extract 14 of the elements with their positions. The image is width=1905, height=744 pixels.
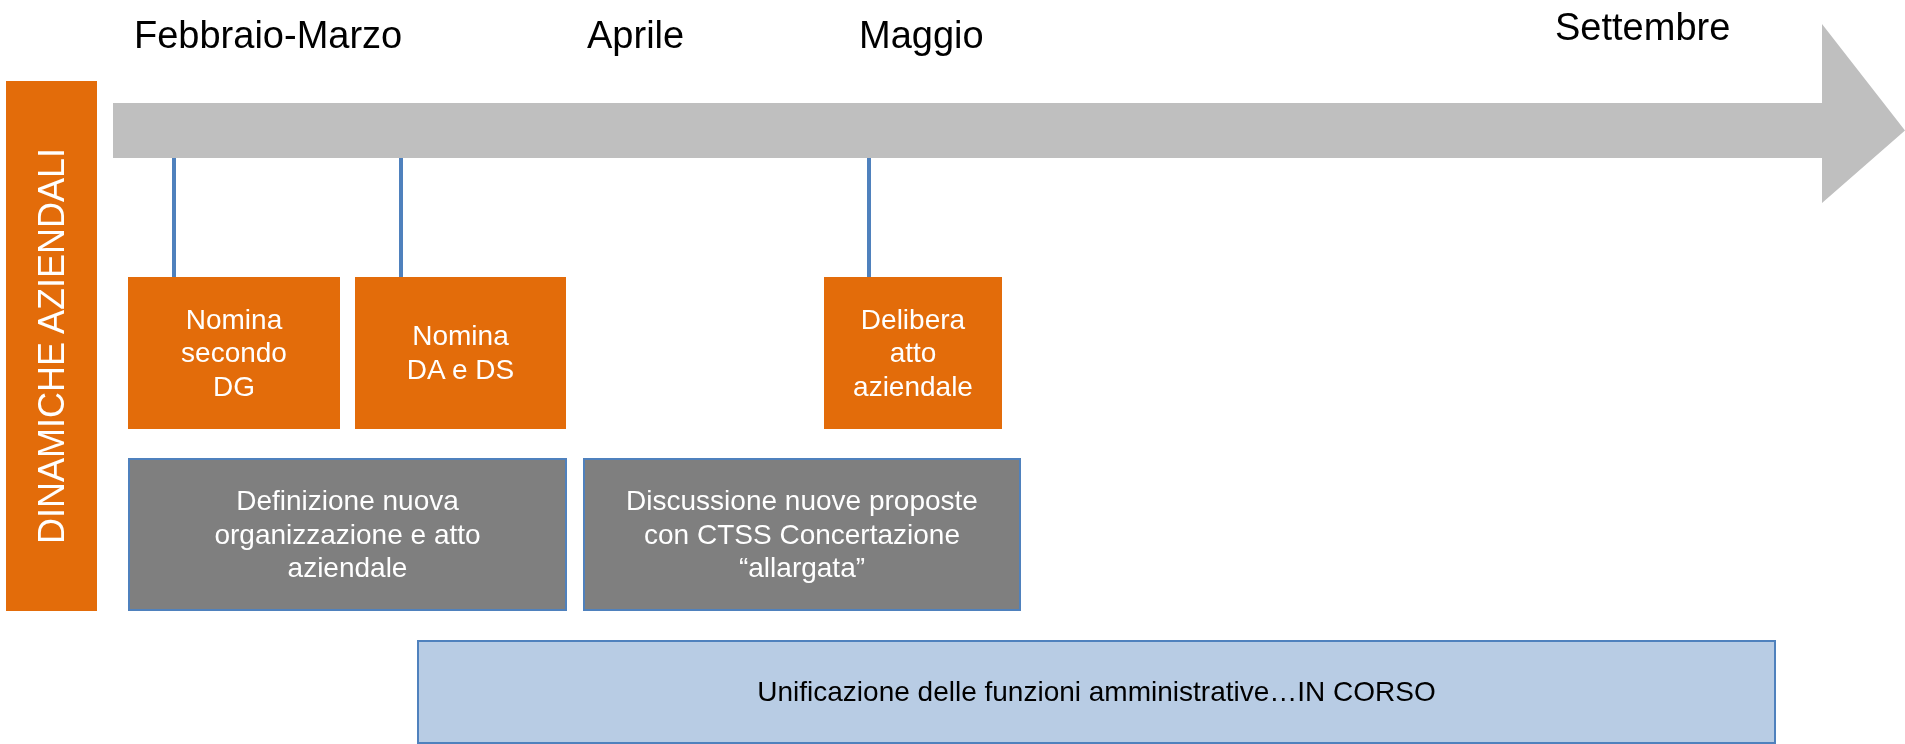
phase-box: Discussione nuove proposte con CTSS Concertazione “allargata” (583, 458, 1021, 611)
phase-box: Definizione nuova organizzazione e atto aziendale (128, 458, 567, 611)
month-label: Febbraio-Marzo (134, 14, 403, 57)
month-label: Aprile (587, 14, 685, 57)
month-label: Settembre (1555, 6, 1731, 49)
event-box: Delibera atto aziendale (824, 277, 1002, 429)
tick-line (399, 158, 403, 277)
category-band: DINAMICHE AZIENDALI (6, 81, 97, 611)
tick-line (867, 158, 871, 277)
event-box: Nomina secondo DG (128, 277, 340, 429)
tick-line (172, 158, 176, 277)
month-label: Maggio (859, 14, 984, 57)
event-box: Nomina DA e DS (355, 277, 566, 429)
status-box: Unificazione delle funzioni amministrative…IN CORSO (417, 640, 1776, 744)
